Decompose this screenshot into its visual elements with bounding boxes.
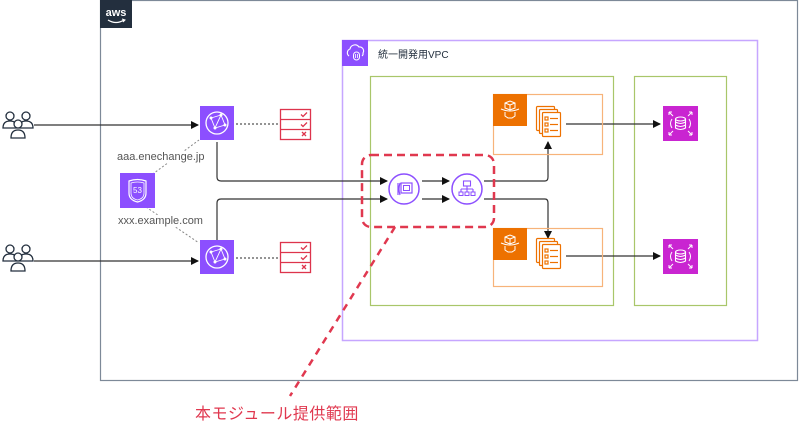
domain-label: xxx.example.com (117, 215, 204, 227)
vpc-group (341, 39, 759, 342)
aws-cloud-group (99, 0, 799, 382)
edge-alb-tasks2 (484, 198, 552, 239)
route53-badge-text: 53 (133, 186, 142, 195)
domain-label: aaa.enechange.jp (116, 151, 206, 163)
users-icon (2, 111, 34, 139)
module-scope-region (360, 153, 496, 229)
ecs-tasks-icon (535, 105, 562, 138)
rds-icon (663, 239, 698, 274)
svg-text:aws: aws (106, 7, 127, 19)
vpc-title: 統一開発用VPC (378, 50, 449, 61)
ecs-tasks-icon (535, 237, 562, 270)
fargate-icon (493, 228, 527, 260)
waf-rules-icon (279, 108, 312, 141)
route53-icon (120, 173, 155, 208)
edge-cloudfront2-igw (216, 195, 388, 240)
subnet-app (369, 75, 615, 307)
rds-icon (663, 106, 698, 141)
users-icon (2, 244, 34, 272)
aws-logo-icon: aws (100, 0, 132, 28)
load-balancer-icon (451, 173, 483, 205)
edge-cloudfront1-igw (216, 142, 388, 185)
fargate-icon (493, 94, 527, 126)
subnet-db (633, 75, 728, 307)
vpc-icon (342, 40, 368, 66)
module-scope-label: 本モジュール提供範囲 (195, 406, 359, 423)
cloudfront-icon (200, 106, 234, 140)
edge-alb-tasks1 (484, 141, 552, 182)
internet-gateway-icon (388, 173, 420, 205)
waf-rules-icon (279, 241, 312, 274)
cloudfront-icon (200, 240, 234, 274)
